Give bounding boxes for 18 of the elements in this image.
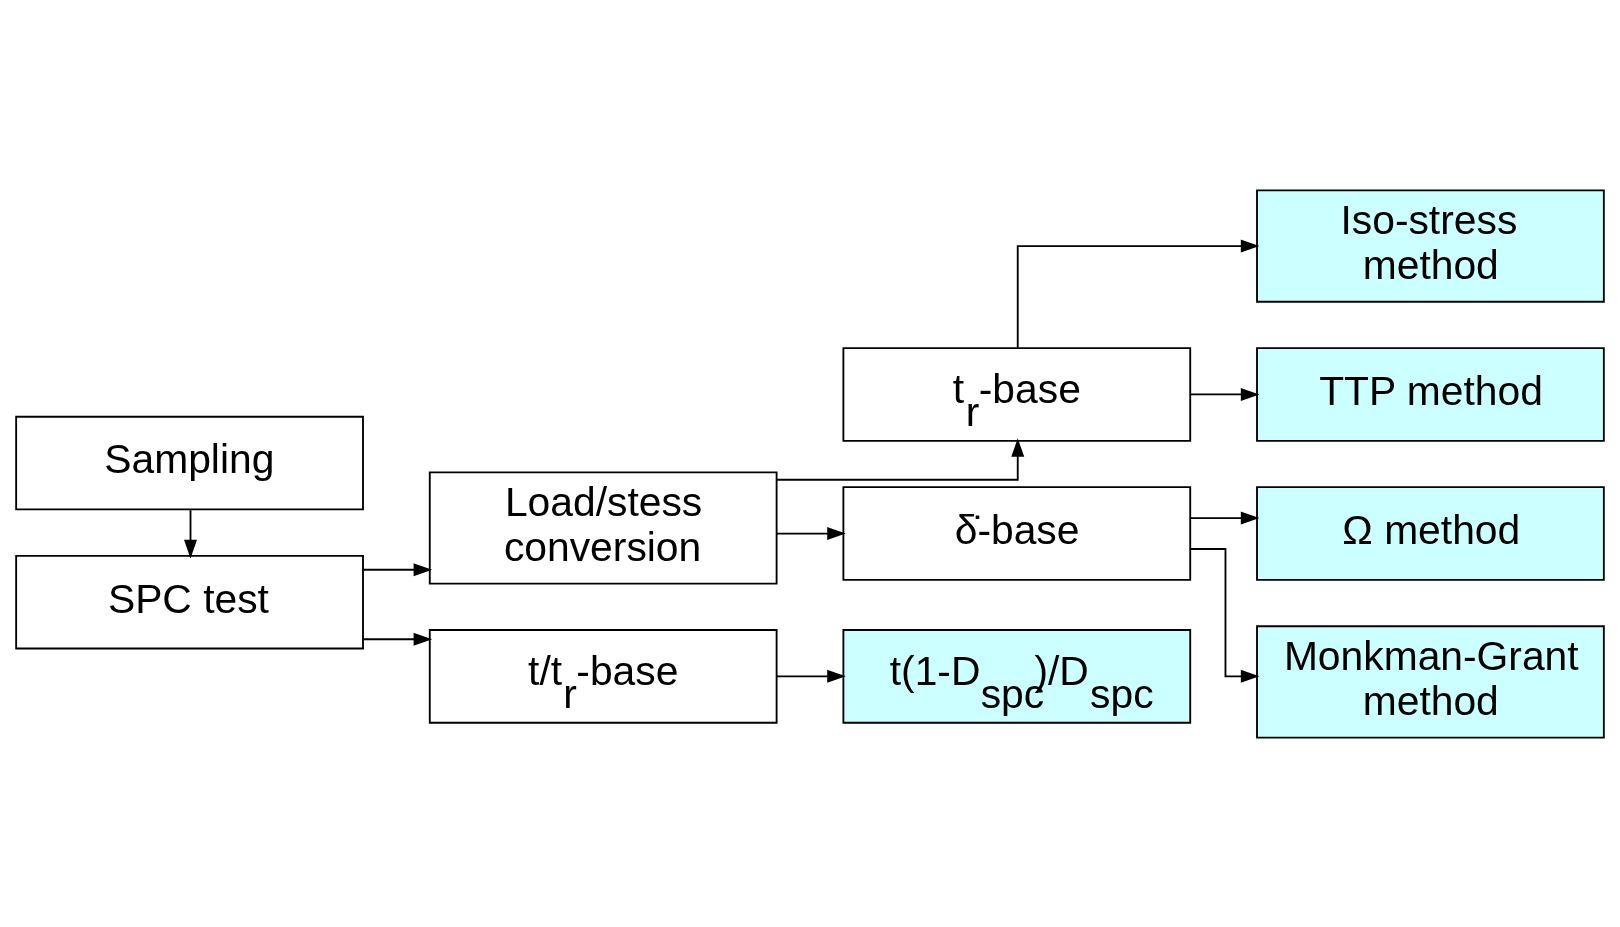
node-box: Iso-stress method <box>1256 189 1605 303</box>
arrow <box>775 669 846 683</box>
arrow <box>1189 511 1260 525</box>
arrow <box>362 562 433 576</box>
arrow <box>1189 547 1260 683</box>
arrow <box>362 632 433 646</box>
arrow <box>776 437 1025 481</box>
arrow <box>1189 387 1260 401</box>
node-box: Ω method <box>1256 485 1605 581</box>
arrow <box>775 526 846 540</box>
node-box: Monkman-Grant method <box>1256 624 1605 738</box>
node-box: Sampling <box>15 415 364 510</box>
node-box: Load/stess conversion <box>428 470 778 585</box>
node-box: TTP method <box>1256 346 1605 442</box>
arrow <box>184 508 197 558</box>
arrow <box>1016 239 1260 348</box>
node-box: δ̇-base <box>842 485 1192 581</box>
node-box: SPC test <box>15 554 364 649</box>
